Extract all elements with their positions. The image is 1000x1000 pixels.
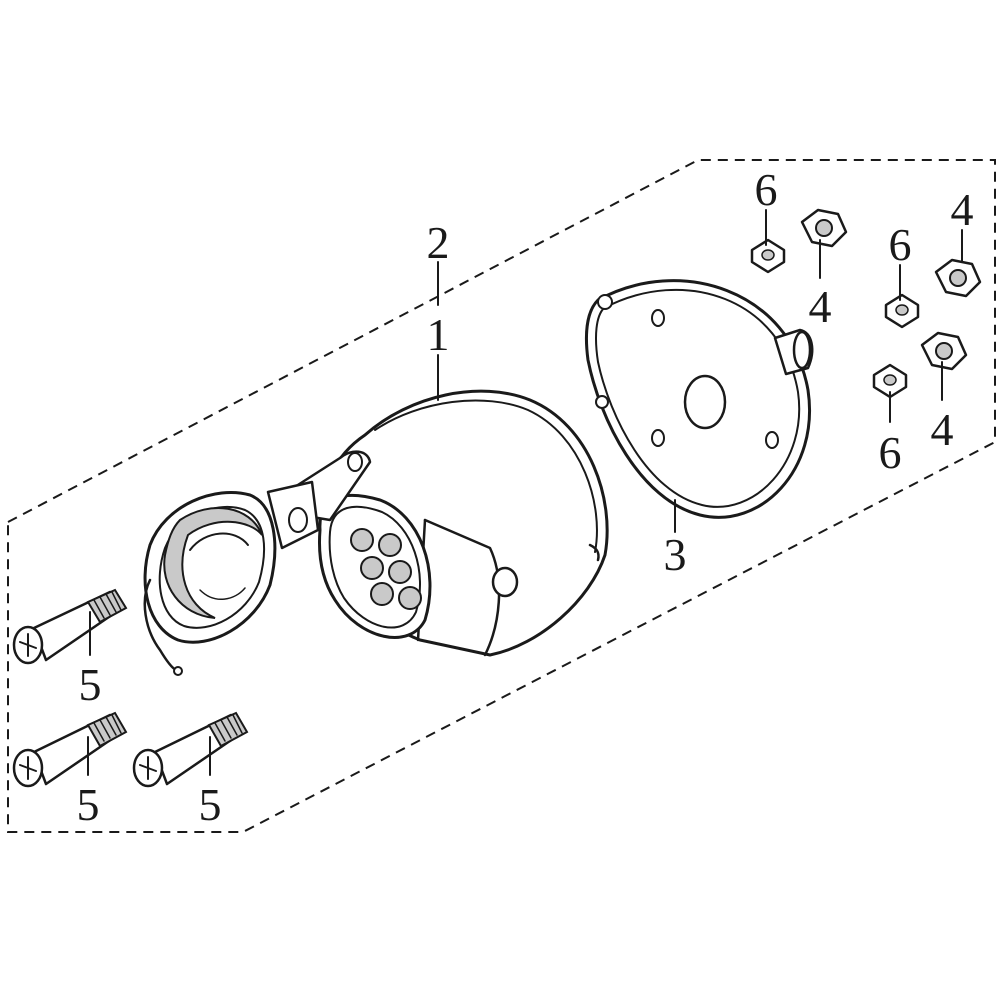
part-nut-3 (920, 331, 968, 371)
callout-2: 2 (427, 217, 450, 268)
part-screw-1 (12, 588, 128, 665)
callout-1: 1 (427, 309, 450, 360)
callout-6-bottom: 6 (879, 427, 902, 478)
part-housing (266, 389, 609, 657)
callout-6-top: 6 (755, 164, 778, 215)
callout-4-top: 4 (809, 281, 832, 332)
part-screw-3 (132, 711, 249, 788)
part-washer-2 (884, 293, 920, 329)
leader-lines (87, 209, 963, 776)
part-nut-1 (800, 208, 848, 248)
part-screw-2 (12, 711, 128, 788)
callout-4-right: 4 (951, 184, 974, 235)
callout-3: 3 (664, 529, 687, 580)
part-washer-1 (750, 238, 786, 274)
callout-5-lower-left: 5 (77, 779, 100, 830)
assembly-boundary (7, 159, 996, 833)
part-washer-3 (872, 363, 908, 399)
part-nut-2 (934, 258, 982, 298)
callout-6-middle: 6 (889, 219, 912, 270)
callout-5-upper: 5 (79, 659, 102, 710)
callout-4-bottom: 4 (931, 404, 954, 455)
part-back-plate (584, 279, 814, 519)
callout-5-lower-right: 5 (199, 779, 222, 830)
part-lens-ring (143, 490, 277, 676)
